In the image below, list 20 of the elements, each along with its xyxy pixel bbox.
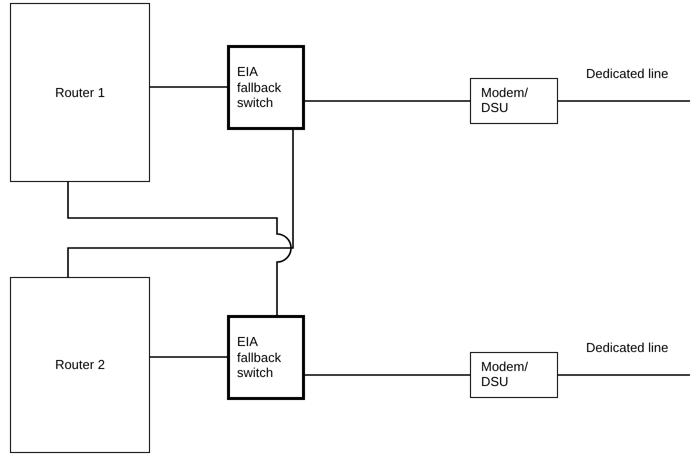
box-label: EIA fallback switch — [237, 64, 282, 111]
connector-line — [67, 182, 292, 315]
connector-line — [558, 374, 690, 376]
block-box — [470, 352, 558, 398]
box-label: Modem/ DSU — [481, 360, 529, 390]
block-box — [227, 45, 305, 130]
connector-line — [305, 100, 470, 102]
block-box — [470, 78, 558, 124]
box-label: Modem/ DSU — [481, 86, 529, 116]
box-label: Router 2 — [55, 356, 105, 374]
box-label: Router 1 — [55, 84, 105, 102]
connector-line — [150, 356, 227, 358]
box-label: EIA fallback switch — [237, 334, 282, 381]
block-box — [10, 3, 150, 182]
block-box — [10, 277, 150, 453]
connector-line — [305, 374, 470, 376]
connector-line — [150, 86, 227, 88]
connector-line — [67, 130, 294, 277]
block-box — [227, 315, 305, 400]
connector-line — [558, 100, 690, 102]
